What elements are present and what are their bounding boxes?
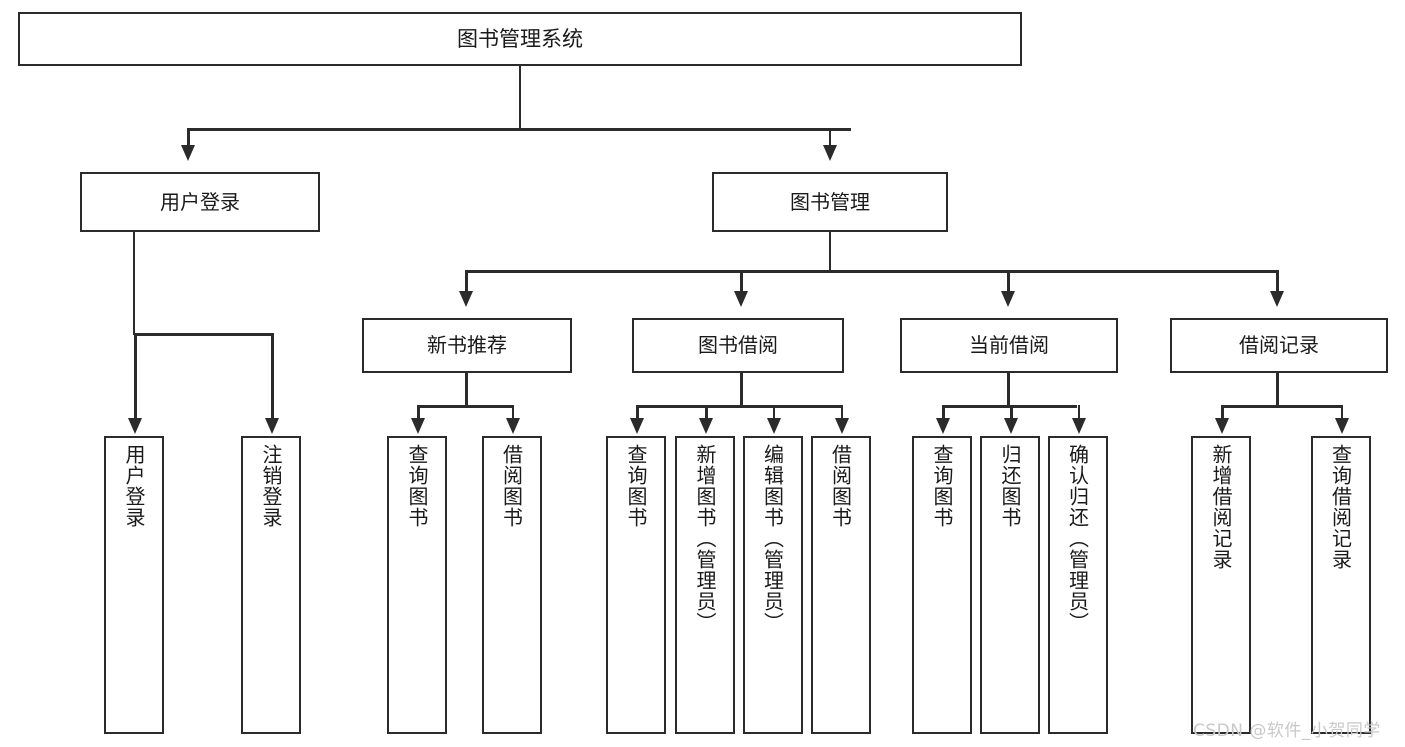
connector-bookmanage-drop-2 (740, 270, 743, 292)
arrow-to-leaf-bookborrow-borrow (834, 418, 849, 434)
leaf-bookborrow-edit-book-admin[interactable]: 编辑图书（管理员） (742, 436, 803, 734)
arrow-to-leaf-newbook-query (411, 418, 426, 434)
node-label: 查询图书 (930, 444, 954, 528)
connector-currentborrow-drop-3 (1077, 405, 1080, 419)
node-label: 编辑图书（管理员） (760, 444, 785, 633)
connector-userlogin-drop-2 (271, 333, 274, 419)
arrow-to-leaf-newbook-borrow (505, 418, 520, 434)
arrow-to-leaf-logout (265, 418, 280, 434)
node-label: 图书管理系统 (457, 26, 583, 51)
connector-bookmanage-bar (465, 270, 1278, 273)
connector-root-stem (518, 66, 522, 130)
connector-newbook-drop-2 (511, 405, 514, 419)
node-label: 用户登录 (160, 189, 240, 214)
connector-currentborrow-bar (942, 405, 1077, 408)
leaf-record-query-borrow-record[interactable]: 查询借阅记录 (1310, 436, 1371, 734)
connector-borrowrecord-stem (1276, 373, 1279, 407)
connector-currentborrow-drop-2 (1010, 405, 1013, 419)
leaf-user-login[interactable]: 用户登录 (104, 436, 164, 734)
arrow-to-leaf-current-return (1004, 418, 1019, 434)
connector-currentborrow-stem (1007, 373, 1010, 407)
node-label: 查询图书 (405, 444, 429, 528)
arrow-to-leaf-current-confirm (1071, 418, 1086, 434)
node-label: 借阅图书 (828, 444, 853, 528)
leaf-current-query-book[interactable]: 查询图书 (912, 436, 972, 734)
leaf-newbook-borrow-book[interactable]: 借阅图书 (481, 436, 542, 734)
node-label: 新增借阅记录 (1209, 444, 1233, 570)
arrow-to-current-borrow (1001, 291, 1016, 307)
node-label: 新增图书（管理员） (693, 444, 717, 633)
arrow-to-new-book-recommend (459, 291, 474, 307)
connector-root-drop-left (187, 128, 190, 146)
connector-bookmanage-drop-3 (1007, 270, 1010, 292)
leaf-current-return-book[interactable]: 归还图书 (980, 436, 1040, 734)
node-label: 查询借阅记录 (1328, 444, 1353, 570)
node-label: 借阅图书 (499, 444, 524, 528)
node-label: 借阅记录 (1239, 333, 1319, 357)
connector-bookmanage-drop-4 (1276, 270, 1279, 292)
connector-userlogin-drop-1 (134, 333, 137, 419)
connector-userlogin-stem (132, 232, 136, 335)
arrow-to-leaf-current-query (936, 418, 951, 434)
arrow-to-borrow-record (1270, 291, 1285, 307)
connector-bookborrow-drop-3 (772, 405, 775, 419)
connector-newbook-drop-1 (417, 405, 420, 419)
node-label: 归还图书 (998, 444, 1022, 528)
arrow-to-book-manage (823, 145, 837, 161)
connector-bookborrow-drop-2 (705, 405, 708, 419)
connector-borrowrecord-drop-2 (1340, 405, 1343, 419)
connector-borrowrecord-bar (1221, 405, 1341, 408)
node-current-borrow[interactable]: 当前借阅 (900, 318, 1118, 373)
node-label: 图书借阅 (698, 333, 778, 357)
node-label: 新书推荐 (427, 333, 507, 357)
node-book-management[interactable]: 图书管理 (712, 172, 948, 232)
node-label: 图书管理 (790, 189, 870, 214)
connector-borrowrecord-drop-1 (1221, 405, 1224, 419)
node-label: 当前借阅 (969, 333, 1049, 357)
leaf-logout[interactable]: 注销登录 (241, 436, 301, 734)
connector-bookmanage-stem (828, 232, 832, 272)
connector-bookborrow-drop-1 (636, 405, 639, 419)
connector-bookborrow-stem (740, 373, 743, 407)
connector-newbook-bar (417, 405, 514, 408)
arrow-to-leaf-record-add (1215, 418, 1230, 434)
arrow-to-leaf-record-query (1334, 418, 1349, 434)
node-label: 注销登录 (259, 444, 283, 528)
connector-newbook-stem (465, 373, 468, 407)
connector-root-drop-right (828, 128, 832, 146)
node-borrow-record[interactable]: 借阅记录 (1170, 318, 1388, 373)
connector-bookborrow-drop-4 (840, 405, 843, 419)
arrow-to-book-borrow (734, 291, 749, 307)
arrow-to-leaf-bookborrow-add (699, 418, 714, 434)
node-new-book-recommend[interactable]: 新书推荐 (362, 318, 572, 373)
node-label: 用户登录 (122, 444, 146, 528)
arrow-to-leaf-bookborrow-query (630, 418, 645, 434)
leaf-newbook-query-book[interactable]: 查询图书 (387, 436, 447, 734)
leaf-bookborrow-add-book-admin[interactable]: 新增图书（管理员） (675, 436, 735, 734)
leaf-bookborrow-query-book[interactable]: 查询图书 (606, 436, 666, 734)
node-user-login[interactable]: 用户登录 (80, 172, 320, 232)
arrow-to-user-login (181, 145, 196, 161)
connector-root-bar (187, 128, 851, 131)
node-label: 查询图书 (624, 444, 648, 528)
leaf-current-confirm-return-admin[interactable]: 确认归还（管理员） (1047, 436, 1108, 734)
node-book-borrow[interactable]: 图书借阅 (632, 318, 844, 373)
connector-userlogin-bar (134, 333, 273, 336)
node-label: 确认归还（管理员） (1065, 444, 1090, 633)
arrow-to-leaf-bookborrow-edit (766, 418, 781, 434)
arrow-to-leaf-user-login (128, 418, 143, 434)
connector-bookborrow-bar (636, 405, 843, 408)
connector-currentborrow-drop-1 (942, 405, 945, 419)
leaf-record-add-borrow-record[interactable]: 新增借阅记录 (1191, 436, 1251, 734)
leaf-bookborrow-borrow-book[interactable]: 借阅图书 (810, 436, 871, 734)
node-root-book-management-system[interactable]: 图书管理系统 (18, 12, 1022, 66)
connector-bookmanage-drop-1 (465, 270, 468, 292)
